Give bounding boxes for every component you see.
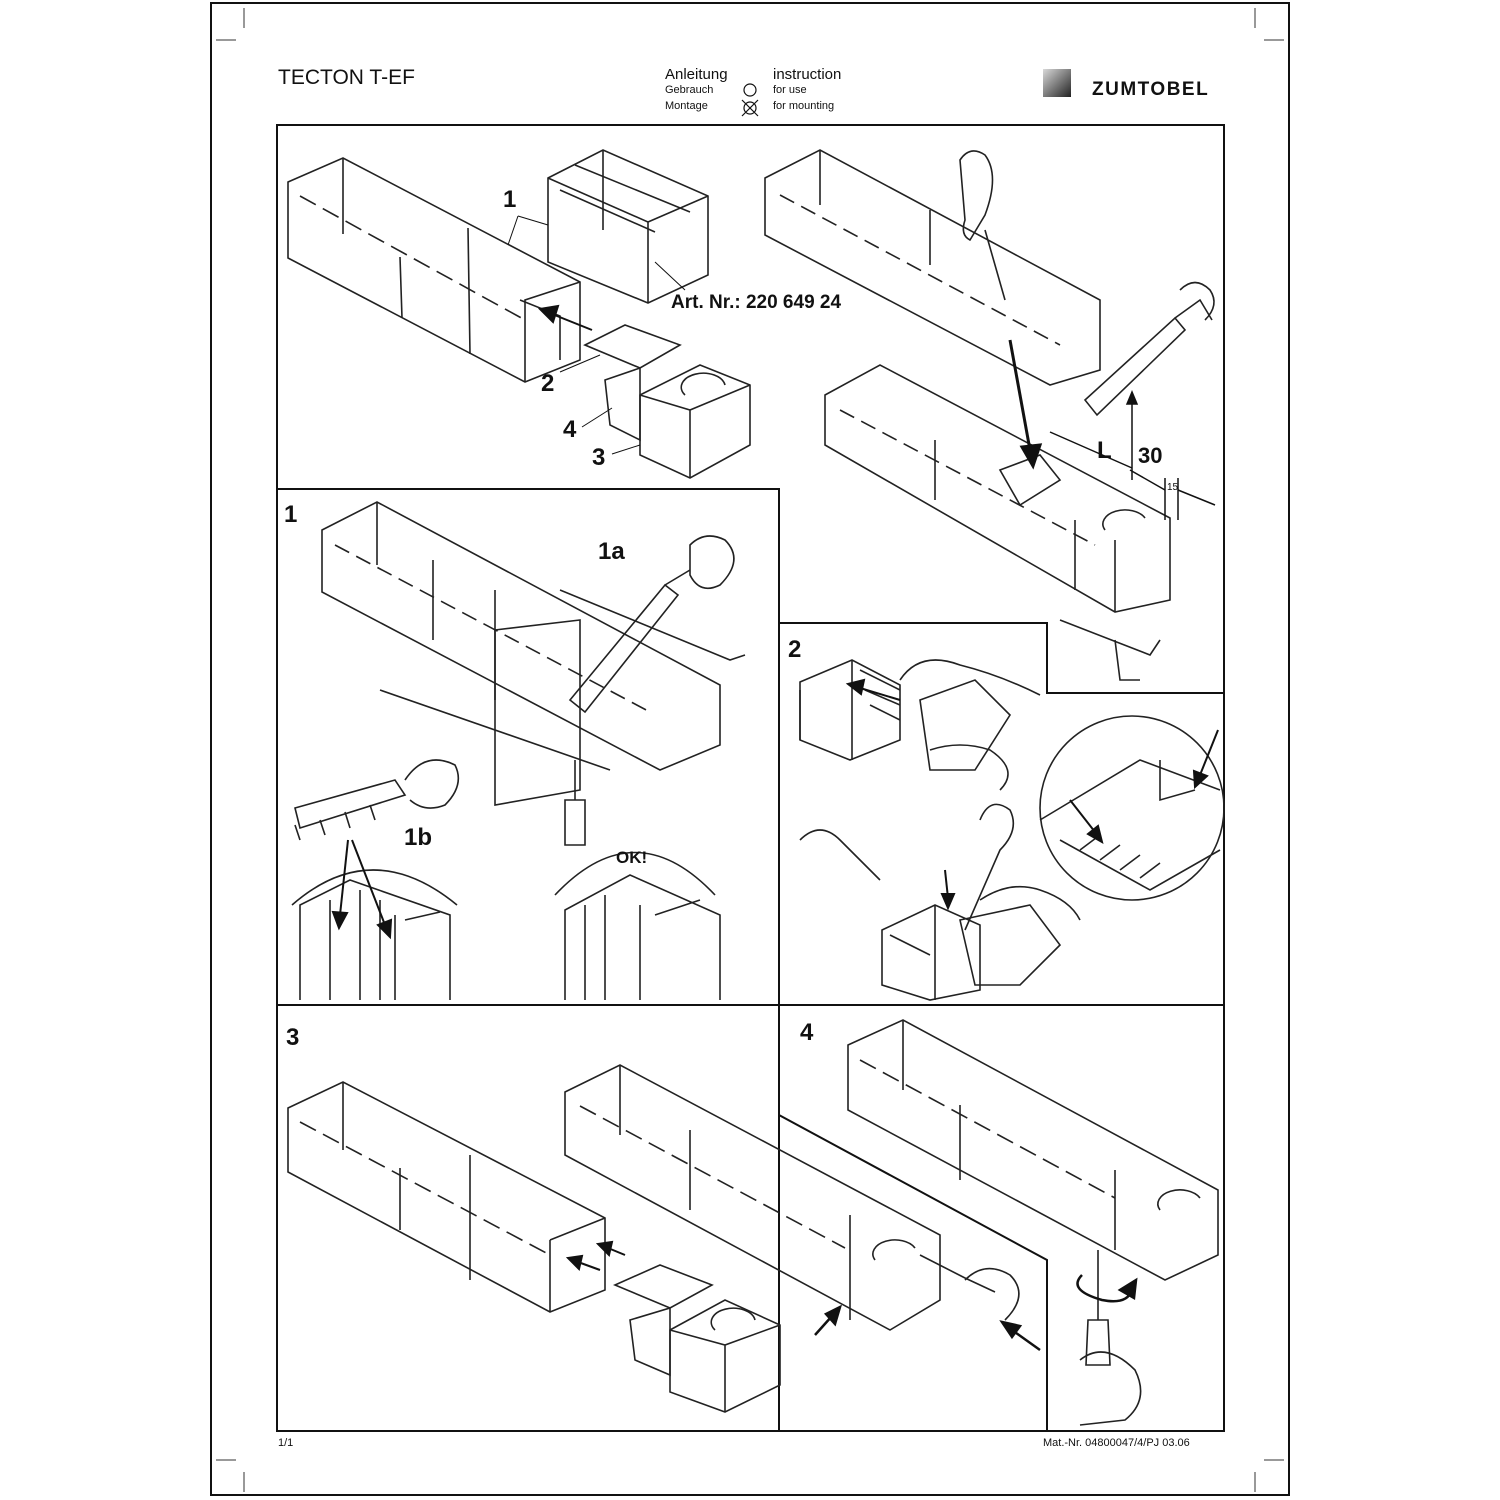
overview-right-rail xyxy=(764,149,1171,681)
step1-number: 1 xyxy=(284,501,297,528)
rotate-arrow-icon xyxy=(1076,1274,1138,1303)
ok-label: OK! xyxy=(616,848,647,867)
step2-arrows-bottom xyxy=(940,869,956,911)
step3-end-cap-left xyxy=(612,1264,781,1413)
overview-end-cap xyxy=(583,324,751,479)
step3-arrows-left xyxy=(565,1240,626,1271)
dimension-L: L xyxy=(1097,437,1112,464)
step1-rail-in-vise xyxy=(321,501,746,846)
step3-screwdriver xyxy=(919,1254,1020,1321)
step1-ok-detail xyxy=(554,851,721,1000)
step2-magnifier-arrows xyxy=(1069,729,1219,845)
overview-callout-1: 1 xyxy=(503,186,516,213)
header-line-de-use: Gebrauch xyxy=(665,84,714,96)
step4-screwdriver xyxy=(1079,1250,1142,1426)
step1b-label: 1b xyxy=(404,824,432,851)
header-line-en-use: for use xyxy=(773,84,807,96)
dimension-15: 15 xyxy=(1167,482,1179,493)
step2-magnifier-detail xyxy=(1039,715,1225,901)
material-number: Mat.-Nr. 04800047/4/PJ 03.06 xyxy=(1043,1437,1190,1449)
step1b-detail xyxy=(291,869,458,1000)
panel-frames xyxy=(276,124,1225,1432)
crop-marks xyxy=(216,8,1284,1492)
overview-callout-4: 4 xyxy=(563,416,577,443)
header-heading-de: Anleitung xyxy=(665,66,728,83)
header-heading-en: instruction xyxy=(773,66,842,83)
document-sheet xyxy=(210,2,1290,1496)
step2-rail-top xyxy=(799,659,1041,791)
header-line-de-mounting: Montage xyxy=(665,100,708,112)
step1b-arrows xyxy=(331,839,393,940)
step3-rail-left xyxy=(287,1081,606,1313)
step2-rail-bottom xyxy=(799,803,1081,1001)
brush-icon xyxy=(294,759,460,841)
dimension-30: 30 xyxy=(1138,443,1162,468)
document-title: TECTON T-EF xyxy=(278,66,415,89)
step3-rail-right xyxy=(564,1064,941,1331)
page-number: 1/1 xyxy=(278,1437,294,1449)
overview-rail-sketch xyxy=(287,157,581,383)
step2-arrow-top xyxy=(845,678,901,701)
mounting-option-checked xyxy=(741,99,759,117)
step2-number: 2 xyxy=(788,636,801,663)
step4-number: 4 xyxy=(800,1019,814,1046)
overview-callout-2: 2 xyxy=(541,370,554,397)
use-option-circle xyxy=(743,83,757,97)
overview-down-arrow xyxy=(1008,339,1043,470)
brand-name: ZUMTOBEL xyxy=(1092,79,1210,100)
step1-hacksaw xyxy=(568,535,735,714)
step1a-label: 1a xyxy=(598,538,625,565)
overview-insert-arrow xyxy=(537,304,593,331)
step4-rail xyxy=(847,1019,1219,1281)
article-number: Art. Nr.: 220 649 24 xyxy=(671,292,841,313)
hand-icon xyxy=(959,150,1006,301)
hacksaw-icon xyxy=(1083,281,1215,417)
step3-arrows-right xyxy=(814,1304,1041,1352)
zumtobel-logo-icon xyxy=(1043,69,1071,97)
step3-number: 3 xyxy=(286,1024,299,1051)
header-line-en-mounting: for mounting xyxy=(773,100,835,112)
overview-leader-lines xyxy=(507,215,686,455)
overview-cover-profile xyxy=(547,149,709,304)
dimension-lines xyxy=(1049,390,1216,520)
overview-callout-3: 3 xyxy=(592,444,605,471)
